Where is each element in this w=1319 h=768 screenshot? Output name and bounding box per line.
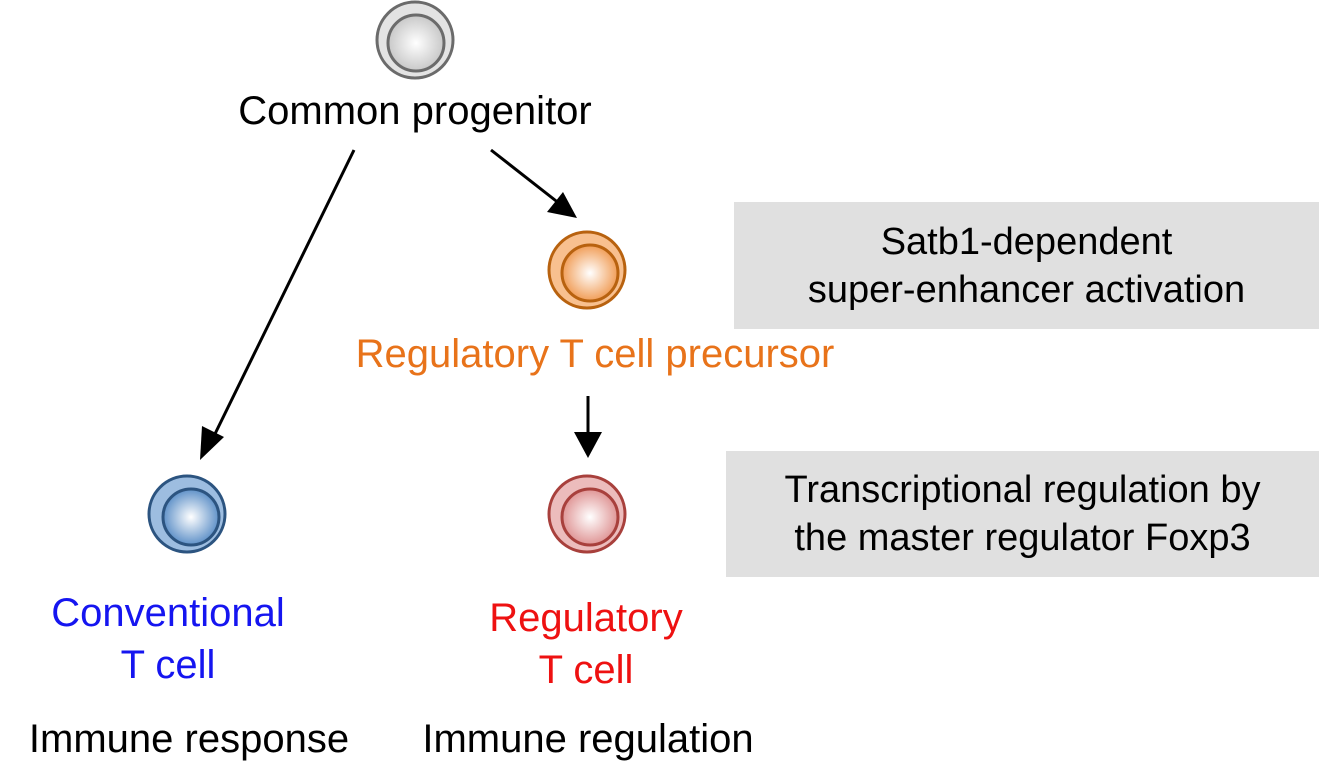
- precursor-cell-icon: [547, 230, 627, 310]
- regulatory-label-line1: Regulatory: [489, 596, 683, 640]
- foxp3-line2: the master regulator Foxp3: [794, 517, 1251, 559]
- satb1-line1: Satb1-dependent: [880, 220, 1173, 263]
- conventional-label-line2: T cell: [120, 643, 216, 687]
- regulatory-t-cell-icon: [547, 474, 627, 554]
- conventional-function-label: Immune response: [28, 717, 350, 761]
- regulatory-t-cell-label: Regulatory T cell: [436, 592, 736, 696]
- satb1-line2: super-enhancer activation: [807, 268, 1246, 311]
- arrow-progenitor-to-precursor: [490, 148, 577, 218]
- progenitor-label: Common progenitor: [238, 89, 592, 133]
- conventional-t-cell-icon: [147, 474, 227, 554]
- arrow-precursor-to-regulatory: [574, 396, 602, 458]
- progenitor-cell-icon: [375, 0, 455, 80]
- conventional-label-line1: Conventional: [51, 591, 285, 635]
- arrow-progenitor-to-conventional: [200, 149, 356, 460]
- satb1-annotation-box: Satb1-dependent super-enhancer activatio…: [734, 202, 1319, 329]
- regulatory-label-line2: T cell: [538, 648, 634, 692]
- foxp3-line1: Transcriptional regulation by: [784, 469, 1261, 511]
- precursor-label: Regulatory T cell precursor: [355, 332, 835, 376]
- regulatory-function-label: Immune regulation: [422, 717, 754, 761]
- conventional-t-cell-label: Conventional T cell: [18, 587, 318, 691]
- foxp3-annotation-box: Transcriptional regulation by the master…: [726, 451, 1319, 577]
